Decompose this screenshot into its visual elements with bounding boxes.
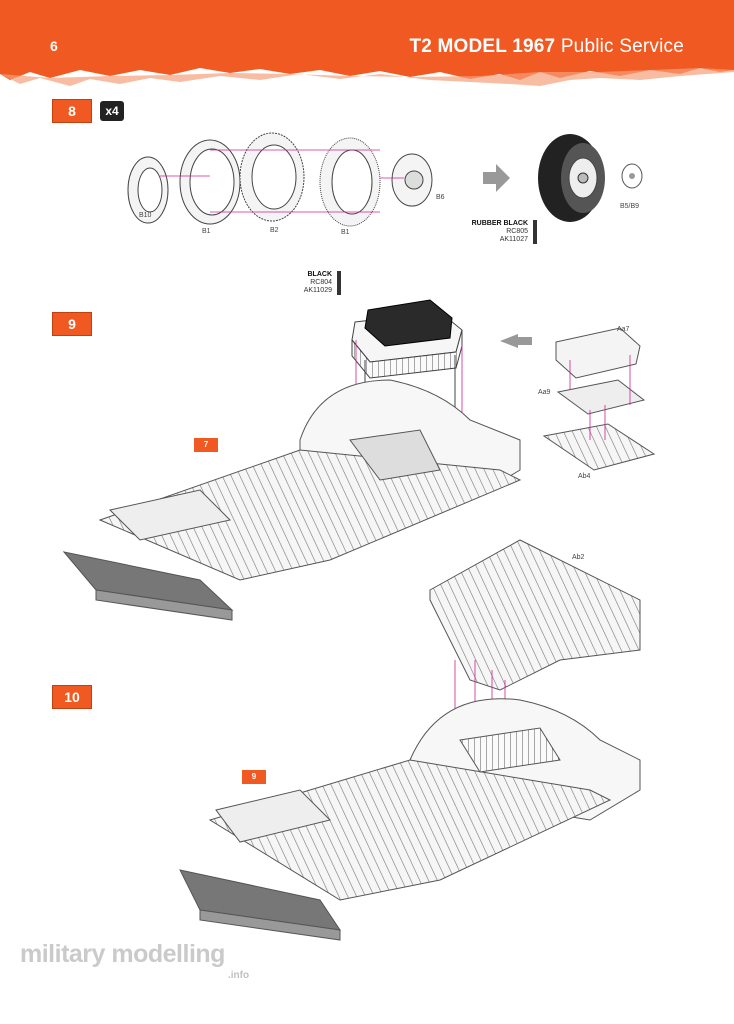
header-banner <box>0 0 734 86</box>
chassis-step10 <box>179 698 641 941</box>
floor-panel-ab2 <box>429 539 641 691</box>
ref-step-7: 7 <box>194 438 218 452</box>
paint-name: BLACK <box>307 271 333 278</box>
label-aa9: Aa9 <box>538 389 551 396</box>
paint-callout-black: BLACK RC804 AK11029 <box>272 271 332 295</box>
step-10-badge: 10 <box>52 685 92 709</box>
paint-callout-rubber-black: RUBBER BLACK RC805 AK11027 <box>470 220 528 244</box>
ref-step-9: 9 <box>242 770 266 784</box>
label-aa7: Aa7 <box>617 326 630 333</box>
page-title: T2 MODEL 1967 Public Service <box>409 36 684 58</box>
paint-code-1: RC805 <box>506 228 528 235</box>
label-b1-left: B1 <box>202 228 211 235</box>
paint-swatch-rubber-black <box>533 220 537 244</box>
watermark-suffix: .info <box>228 970 250 981</box>
page-number: 6 <box>50 38 58 54</box>
paint-code-2: AK11029 <box>303 287 332 294</box>
label-ab4: Ab4 <box>578 473 591 480</box>
step-8-badge: 8 <box>52 99 92 123</box>
title-model: T2 MODEL 1967 <box>409 36 556 57</box>
chassis-step9 <box>62 379 522 621</box>
label-b6: B6 <box>436 194 445 201</box>
step-9-badge: 9 <box>52 312 92 336</box>
title-variant: Public Service <box>560 36 684 57</box>
part-aa9 <box>556 379 646 415</box>
battery-parts <box>351 299 656 471</box>
label-b1-right: B1 <box>341 229 350 236</box>
label-b2: B2 <box>270 227 279 234</box>
assembled-wheel <box>538 134 605 222</box>
part-aa7 <box>555 327 641 379</box>
label-b10: B10 <box>139 212 152 219</box>
paint-swatch-black <box>337 271 341 295</box>
watermark: military modelling <box>20 940 225 968</box>
part-ab4 <box>542 423 656 471</box>
paint-name: RUBBER BLACK <box>471 220 528 227</box>
paint-code-1: RC804 <box>310 279 332 286</box>
label-ab2: Ab2 <box>572 554 585 561</box>
label-b5-b9: B5/B9 <box>620 203 640 210</box>
wheel-parts <box>127 132 433 227</box>
paint-code-2: AK11027 <box>499 236 528 243</box>
quantity-badge: x4 <box>100 101 124 121</box>
